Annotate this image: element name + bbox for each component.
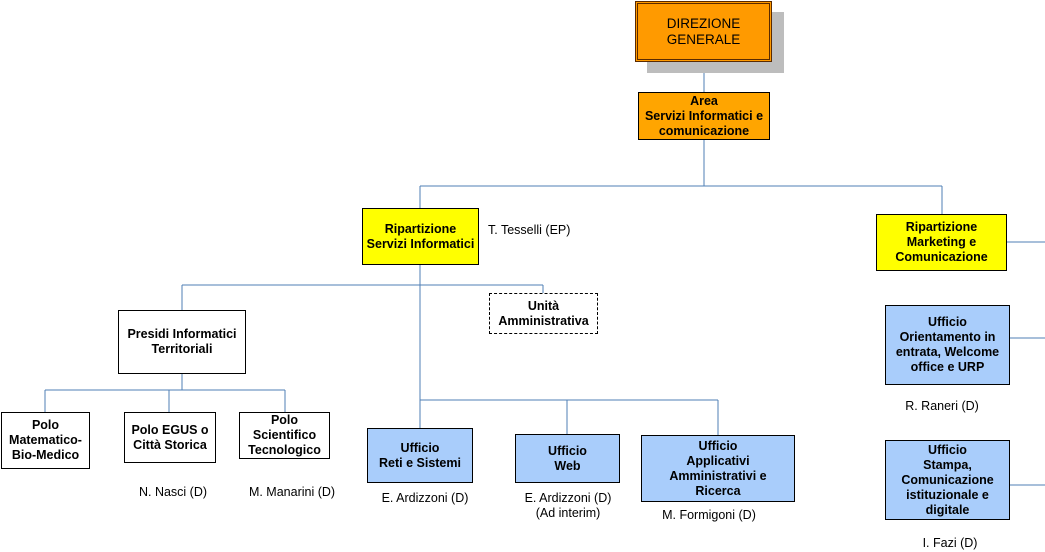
node-uff-orientamento-label: Ufficio Orientamento in entrata, Welcome…: [895, 315, 1000, 374]
node-polo-egus-label: Polo EGUS o Città Storica: [131, 422, 209, 452]
person-formigoni: M. Formigoni (D): [662, 508, 756, 522]
node-presidi: Presidi Informatici Territoriali: [118, 310, 246, 374]
node-direzione-generale: DIREZIONE GENERALE: [635, 1, 772, 62]
node-uff-orientamento: Ufficio Orientamento in entrata, Welcome…: [885, 305, 1010, 385]
node-rip-informatici: Ripartizione Servizi Informatici: [362, 208, 479, 265]
node-polo-matematico: Polo Matematico- Bio-Medico: [1, 412, 90, 469]
node-polo-egus: Polo EGUS o Città Storica: [124, 412, 216, 463]
person-ardizzoni-web: E. Ardizzoni (D) (Ad interim): [524, 491, 612, 520]
person-raneri: R. Raneri (D): [905, 399, 979, 413]
node-unita-amministrativa: Unità Amministrativa: [489, 293, 598, 334]
person-ardizzoni: E. Ardizzoni (D): [381, 491, 469, 505]
node-polo-scientifico: Polo Scientifico Tecnologico: [239, 412, 330, 459]
node-area-label: Area Servizi Informatici e comunicazione: [644, 93, 764, 138]
person-manarini: M. Manarini (D): [248, 485, 336, 499]
node-uff-applicativi: Ufficio Applicativi Amministrativi e Ric…: [641, 435, 795, 502]
node-uff-stampa: Ufficio Stampa, Comunicazione istituzion…: [885, 440, 1010, 520]
node-uff-web-label: Ufficio Web: [548, 443, 587, 473]
person-nasci: N. Nasci (D): [138, 485, 208, 499]
node-uff-web: Ufficio Web: [515, 434, 620, 483]
node-polo-matematico-label: Polo Matematico- Bio-Medico: [9, 418, 82, 462]
person-tesselli: T. Tesselli (EP): [488, 223, 571, 237]
node-uff-reti-label: Ufficio Reti e Sistemi: [379, 440, 461, 470]
node-area: Area Servizi Informatici e comunicazione: [638, 92, 770, 140]
node-rip-informatici-label: Ripartizione Servizi Informatici: [366, 221, 475, 251]
node-uff-stampa-label: Ufficio Stampa, Comunicazione istituzion…: [901, 442, 994, 517]
person-fazi: I. Fazi (D): [922, 536, 978, 550]
node-uff-reti: Ufficio Reti e Sistemi: [367, 428, 473, 483]
node-rip-marketing-label: Ripartizione Marketing e Comunicazione: [895, 220, 988, 264]
node-rip-marketing: Ripartizione Marketing e Comunicazione: [876, 214, 1007, 271]
node-direzione-label: DIREZIONE GENERALE: [666, 15, 741, 47]
node-polo-scientifico-label: Polo Scientifico Tecnologico: [248, 413, 321, 457]
node-uff-applicativi-label: Ufficio Applicativi Amministrativi e Ric…: [669, 438, 767, 498]
node-unita-label: Unità Amministrativa: [498, 298, 589, 328]
node-presidi-label: Presidi Informatici Territoriali: [127, 327, 237, 356]
